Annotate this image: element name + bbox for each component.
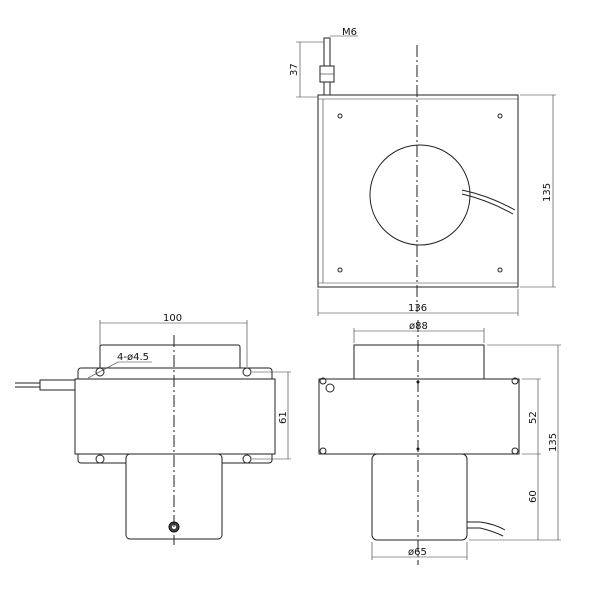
screw-hole [337,267,343,273]
cable [467,521,506,537]
height-dim: 135 [542,183,553,202]
screw-hole [497,113,503,119]
rod-length-dim: 37 [289,63,300,76]
thread-label: M6 [342,27,357,38]
mount-plate [318,378,520,455]
mount-hole [95,454,105,464]
main-body [74,378,276,455]
holes-label: 4-ø4.5 [117,352,149,363]
mount-hole [242,367,252,377]
bottom-diameter-dim: ø65 [408,547,427,558]
top-diameter-dim: ø88 [409,321,428,332]
upper-cylinder [353,344,485,380]
mount-hole [242,454,252,464]
mount-width-dim: 100 [163,313,182,324]
mount-hole [95,367,105,377]
plate-height-dim: 52 [528,411,539,424]
cable-gland [39,379,76,391]
lower-cylinder [371,453,468,541]
total-height-dim: 135 [548,433,559,452]
side-view: 100 4-ø4.5 61 [15,313,291,545]
top-view: M6 37 135 136 [289,27,556,316]
screw-hole [337,113,343,119]
width-dim: 136 [408,303,427,314]
lower-height-dim: 60 [528,490,539,503]
screw-hole [497,267,503,273]
mount-height-dim: 61 [278,411,289,424]
cable [461,189,516,215]
wire-drum-circle [369,144,471,246]
front-view: ø88 ø65 52 60 135 [318,320,561,565]
